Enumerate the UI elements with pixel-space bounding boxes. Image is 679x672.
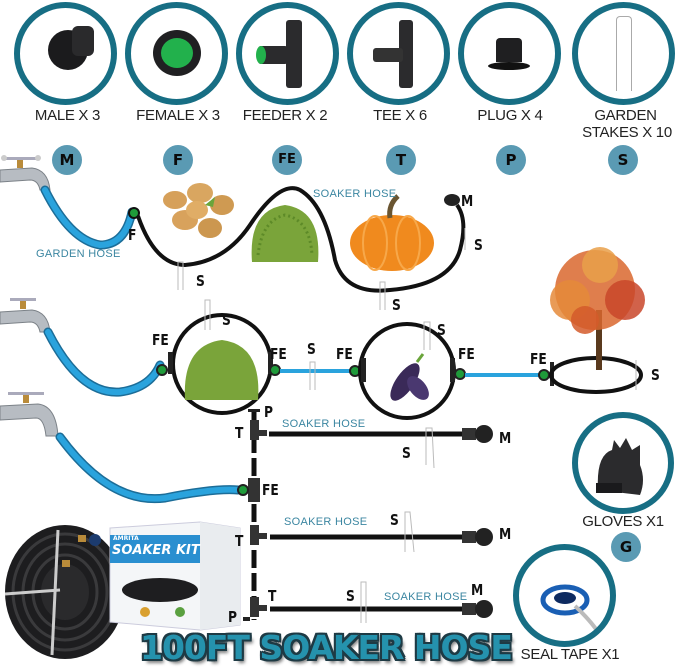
gloves-ring bbox=[572, 412, 674, 514]
garden-hose-label: GARDEN HOSE bbox=[36, 248, 121, 260]
tee-connector-icon bbox=[399, 20, 413, 88]
feeder-green-washer bbox=[256, 46, 266, 64]
tee-badge: T bbox=[386, 145, 416, 175]
gloves-badge: G bbox=[611, 532, 641, 562]
potatoes-image bbox=[163, 183, 234, 238]
plug-part-label: PLUG X 4 bbox=[477, 107, 543, 124]
marker-feeder: FE bbox=[336, 345, 353, 363]
marker-stake: S bbox=[392, 296, 401, 314]
male-badge: M bbox=[52, 145, 82, 175]
marker-stake: S bbox=[346, 587, 355, 605]
marker-male: M bbox=[461, 192, 474, 210]
plug-icon bbox=[496, 38, 522, 62]
marker-plug-bottom: P bbox=[228, 608, 238, 626]
marker-feeder: FE bbox=[152, 331, 169, 349]
bush-image bbox=[184, 340, 259, 400]
female-part-label: FEMALE X 3 bbox=[136, 107, 220, 124]
soaker-hose-label: SOAKER HOSE bbox=[282, 418, 366, 430]
marker-feeder: FE bbox=[262, 481, 279, 499]
marker-tee: T bbox=[235, 424, 244, 442]
feeder-part-label: FEEDER X 2 bbox=[242, 107, 328, 124]
marker-stake: S bbox=[437, 321, 446, 339]
box-title: SOAKER KIT bbox=[112, 543, 200, 558]
male-part-ring bbox=[14, 2, 117, 105]
autumn-tree-image bbox=[550, 247, 645, 370]
tee-part-ring bbox=[347, 2, 450, 105]
hose-coil-image bbox=[4, 525, 125, 659]
feeder-part-ring bbox=[236, 2, 339, 105]
male-end-cap-icon bbox=[462, 528, 493, 546]
gloves-label: GLOVES X1 bbox=[582, 513, 664, 530]
stakes-part-label-line2: STAKES X 10 bbox=[582, 124, 672, 141]
female-connector-green-washer bbox=[161, 38, 193, 68]
marker-feeder: FE bbox=[270, 345, 287, 363]
pumpkin-image bbox=[350, 194, 434, 271]
box-brand: AMRITA bbox=[113, 535, 139, 542]
feeder-badge: FE bbox=[272, 145, 302, 175]
plug-flange bbox=[488, 62, 530, 70]
marker-male: M bbox=[471, 581, 484, 599]
female-badge: F bbox=[163, 145, 193, 175]
marker-feeder: FE bbox=[458, 345, 475, 363]
faucet-icon bbox=[0, 155, 51, 191]
female-part-ring bbox=[125, 2, 228, 105]
headline-100ft-soaker-hose: 100FT SOAKER HOSE bbox=[140, 628, 513, 667]
male-end-cap-icon bbox=[462, 425, 493, 443]
tee-side-port bbox=[373, 48, 403, 62]
marker-female: F bbox=[128, 226, 137, 244]
male-end-cap-icon bbox=[462, 600, 493, 618]
bush-image bbox=[251, 205, 319, 262]
male-connector-body bbox=[72, 26, 94, 56]
male-part-label: MALE X 3 bbox=[34, 107, 101, 124]
marker-stake: S bbox=[651, 366, 660, 384]
soaker-kit-box-image bbox=[109, 521, 241, 631]
soaker-hose-label: SOAKER HOSE bbox=[284, 516, 368, 528]
marker-stake: S bbox=[307, 340, 316, 358]
stakes-part-ring bbox=[572, 2, 675, 105]
marker-male: M bbox=[499, 525, 512, 543]
marker-stake: S bbox=[474, 236, 483, 254]
plug-part-ring bbox=[458, 2, 561, 105]
tee-part-label: TEE X 6 bbox=[373, 107, 427, 124]
soaker-hose-label: SOAKER HOSE bbox=[384, 591, 468, 603]
seal-tape-ring bbox=[513, 544, 616, 647]
garden-stake-icon bbox=[616, 16, 632, 91]
marker-stake: S bbox=[222, 311, 231, 329]
marker-stake: S bbox=[196, 272, 205, 290]
seal-tape-label: SEAL TAPE X1 bbox=[520, 646, 620, 663]
soaker-hose-label: SOAKER HOSE bbox=[313, 188, 397, 200]
faucet-icon bbox=[0, 298, 51, 333]
plug-badge: P bbox=[496, 145, 526, 175]
stakes-part-label-line1: GARDEN bbox=[594, 107, 657, 124]
marker-male: M bbox=[499, 429, 512, 447]
marker-feeder: FE bbox=[530, 350, 547, 368]
marker-stake: S bbox=[402, 444, 411, 462]
stakes-badge: S bbox=[608, 145, 638, 175]
marker-tee: T bbox=[235, 532, 244, 550]
feeder-connector-icon bbox=[286, 20, 302, 88]
faucet-icon bbox=[0, 392, 59, 437]
eggplant-image bbox=[390, 353, 429, 401]
marker-tee: T bbox=[268, 587, 277, 605]
marker-stake: S bbox=[390, 511, 399, 529]
marker-plug-top: P bbox=[264, 403, 274, 421]
